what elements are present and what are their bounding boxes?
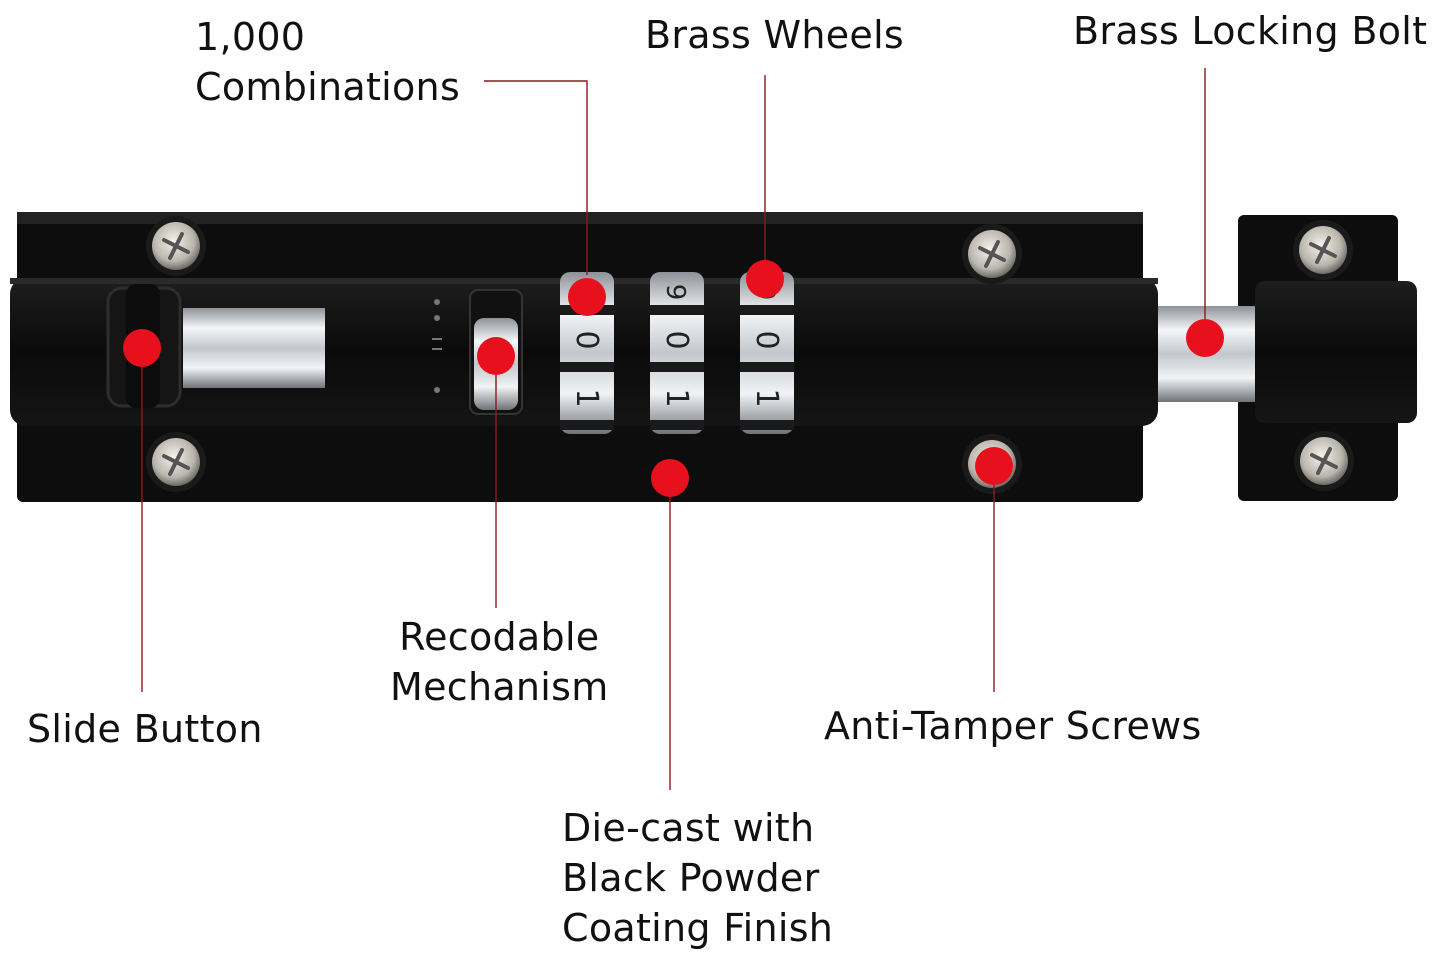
callout-die-cast-line-3: Coating Finish [562, 906, 834, 950]
callout-combinations-line-1: 1,000 [195, 15, 306, 59]
marker-wheels [746, 260, 784, 298]
wheel-digit-bottom: 1 [749, 388, 784, 407]
callout-die-cast-line-1: Die-cast with [562, 806, 815, 850]
callout-combinations: 1,000 Combinations [195, 12, 460, 112]
wheel-digit-middle: 0 [749, 330, 784, 349]
screw-top-left [146, 216, 206, 276]
combination-wheel-2: 9 0 1 [650, 272, 704, 434]
wheel-digit-middle: 0 [569, 330, 604, 349]
callout-locking-bolt: Brass Locking Bolt [1073, 6, 1427, 56]
marker-slide [123, 329, 161, 367]
marker-screws [975, 447, 1013, 485]
callout-die-cast: Die-cast with Black Powder Coating Finis… [562, 803, 833, 953]
callout-slide-button: Slide Button [27, 704, 263, 754]
callout-slide-button-line-1: Slide Button [27, 707, 263, 751]
screw-bottom-right [1294, 431, 1354, 491]
callout-recodable-line-1: Recodable [399, 615, 600, 659]
marker-diecast [651, 459, 689, 497]
callout-brass-wheels: Brass Wheels [645, 10, 904, 60]
callout-recodable: Recodable Mechanism [390, 612, 609, 712]
marker-combinations [568, 278, 606, 316]
marker-bolt [1186, 319, 1224, 357]
callout-screws: Anti-Tamper Screws [824, 701, 1202, 751]
callout-recodable-line-2: Mechanism [390, 665, 609, 709]
callout-brass-wheels-line-1: Brass Wheels [645, 13, 905, 57]
callout-combinations-line-2: Combinations [195, 65, 461, 109]
wheel-digit-middle: 0 [659, 330, 694, 349]
wheel-digit-bottom: 1 [659, 388, 694, 407]
leader-combinations [484, 80, 588, 275]
keeper-housing [1255, 281, 1417, 423]
combination-wheel-3: 9 0 1 [740, 272, 794, 434]
callout-screws-line-1: Anti-Tamper Screws [824, 704, 1202, 748]
callout-locking-bolt-line-1: Brass Locking Bolt [1073, 9, 1428, 53]
screw-top-middle [962, 224, 1022, 284]
marker-recodable [477, 337, 515, 375]
wheel-digit-bottom: 1 [569, 388, 604, 407]
callout-die-cast-line-2: Black Powder [562, 856, 820, 900]
screw-bottom-left [146, 432, 206, 492]
wheel-digit-top: 9 [660, 284, 690, 301]
screw-top-right [1293, 220, 1353, 280]
slide-slot [183, 308, 325, 388]
